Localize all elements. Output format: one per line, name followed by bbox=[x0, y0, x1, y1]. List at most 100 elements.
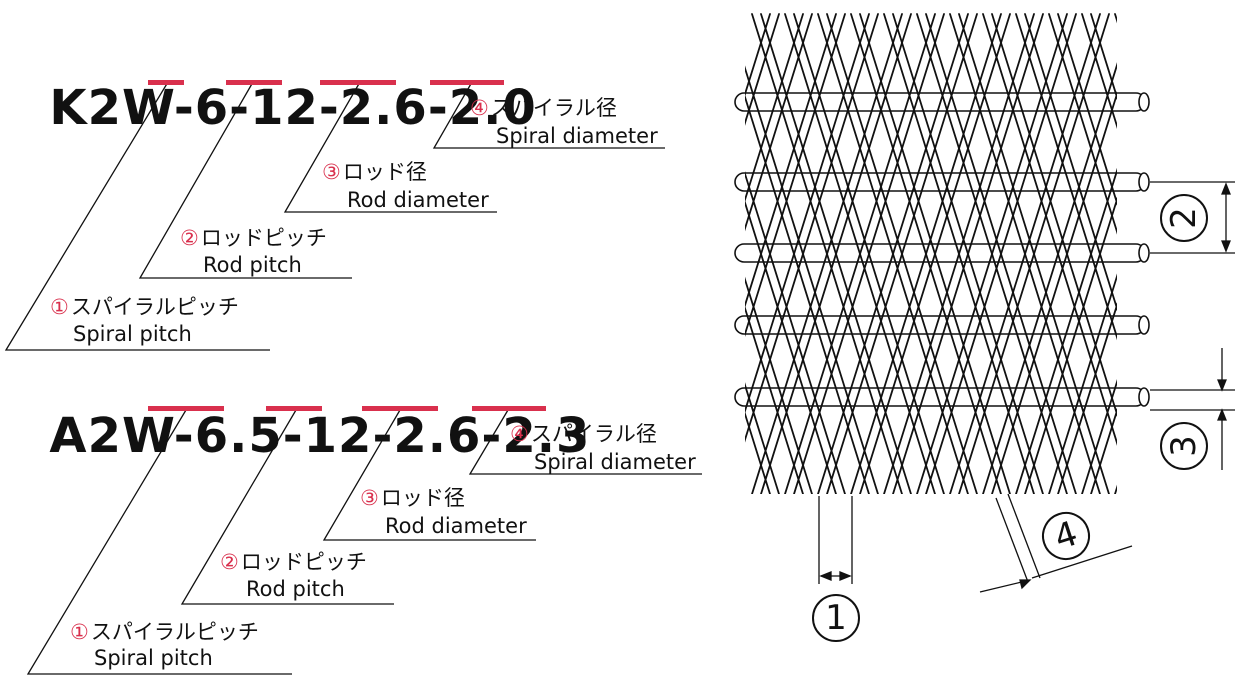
rod-cap-2 bbox=[1138, 172, 1150, 192]
label-a2w-rod-diameter-jp: ③ロッド径 bbox=[360, 486, 465, 510]
code-k2w: K2W-6-12-2.6-2.0 bbox=[14, 36, 537, 132]
spiral-wire-7 bbox=[745, 13, 813, 232]
spiral-wire-47 bbox=[991, 90, 1117, 494]
spiral-wire-30 bbox=[850, 13, 1002, 494]
spiral-wire-10 bbox=[745, 13, 837, 309]
rod-2 bbox=[734, 172, 1146, 192]
code-k2w-spiral-pitch: 6 bbox=[194, 80, 230, 136]
label-a2w-spiral-pitch-jp: ①スパイラルピッチ bbox=[70, 620, 259, 644]
code-a2w-rod-diameter: 2.6 bbox=[393, 408, 482, 464]
underline-k2w-rod-pitch bbox=[226, 80, 282, 85]
spiral-wire-27 bbox=[826, 13, 978, 494]
spiral-wire-35 bbox=[892, 13, 1044, 494]
rod-cap-5 bbox=[1138, 387, 1150, 407]
spiral-wire-72 bbox=[1214, 14, 1257, 494]
rod-4 bbox=[734, 315, 1146, 335]
spiral-wire-66 bbox=[1148, 14, 1257, 494]
num-2: ② bbox=[180, 226, 199, 250]
spiral-wire-5 bbox=[745, 276, 813, 494]
code-k2w-sep-4: - bbox=[427, 80, 449, 136]
dimension-lines bbox=[818, 181, 1235, 593]
spiral-wire-26 bbox=[817, 13, 969, 494]
spiral-wire-55 bbox=[1057, 302, 1117, 494]
spiral-wire-76 bbox=[1247, 14, 1257, 494]
label-a2w-rod-diameter-en: Rod diameter bbox=[385, 514, 527, 538]
code-a2w: A2W-6.5-12-2.6-2.3 bbox=[14, 364, 590, 460]
spiral-wire-65 bbox=[1157, 14, 1257, 494]
code-a2w-prefix: A2W bbox=[49, 408, 174, 464]
leader-a2w-rod-pitch bbox=[180, 409, 394, 605]
spiral-wire-11 bbox=[745, 13, 846, 338]
spiral-wire-74 bbox=[1214, 14, 1257, 494]
spiral-wire-73 bbox=[1223, 14, 1257, 494]
spiral-wire-14 bbox=[745, 13, 870, 414]
num-1: ① bbox=[50, 295, 69, 319]
code-a2w-rod-pitch: 12 bbox=[303, 408, 373, 464]
spiral-wire-19 bbox=[760, 13, 912, 494]
code-a2w-sep-2: - bbox=[282, 408, 304, 464]
spiral-wire-18 bbox=[751, 13, 903, 494]
spiral-wire-3 bbox=[745, 13, 780, 126]
label-k2w-spiral-diameter-en: Spiral diameter bbox=[496, 124, 658, 148]
code-k2w-prefix: K2W bbox=[49, 80, 174, 136]
spiral-wire-67 bbox=[1157, 14, 1257, 494]
callout-1: 1 bbox=[812, 594, 860, 642]
rod-cap-3 bbox=[1138, 243, 1150, 263]
code-a2w-spiral-diameter: 2.3 bbox=[502, 408, 591, 464]
underline-a2w-spiral-pitch bbox=[148, 406, 224, 411]
code-k2w-sep-2: - bbox=[229, 80, 251, 136]
spiral-wire-54 bbox=[1048, 273, 1117, 494]
underline-k2w-rod-diameter bbox=[320, 80, 396, 85]
underline-a2w-rod-diameter bbox=[362, 406, 438, 411]
code-a2w-spiral-pitch: 6.5 bbox=[194, 408, 283, 464]
rod-cap-1 bbox=[1138, 92, 1150, 112]
label-k2w-rod-diameter-jp: ③ロッド径 bbox=[322, 160, 427, 184]
spiral-wire-39 bbox=[925, 13, 1077, 494]
spiral-wire-23 bbox=[793, 13, 945, 494]
spiral-wire-43 bbox=[958, 13, 1110, 494]
label-k2w-rod-diameter-en: Rod diameter bbox=[347, 188, 489, 212]
label-k2w-rod-pitch-en: Rod pitch bbox=[203, 253, 302, 277]
spiral-wire-58 bbox=[1081, 378, 1117, 494]
code-k2w-rod-pitch: 12 bbox=[250, 80, 319, 136]
label-a2w-rod-pitch-jp: ②ロッドピッチ bbox=[220, 550, 367, 574]
spiral-wire-56 bbox=[1081, 13, 1117, 130]
spiral-wire-22 bbox=[784, 13, 936, 494]
code-a2w-sep-1: - bbox=[173, 408, 195, 464]
spiral-wire-4 bbox=[745, 305, 804, 494]
label-a2w-spiral-pitch-en: Spiral pitch bbox=[94, 646, 213, 670]
leader-k2w-rod-pitch bbox=[138, 81, 352, 279]
spiral-wire-6 bbox=[745, 13, 804, 203]
spiral-wire-50 bbox=[1015, 167, 1117, 494]
underline-a2w-rod-pitch bbox=[266, 406, 322, 411]
underline-k2w-spiral-diameter bbox=[430, 80, 504, 85]
label-k2w-rod-pitch-jp: ②ロッドピッチ bbox=[180, 226, 327, 250]
code-k2w-sep-3: - bbox=[318, 80, 340, 136]
rod-cap-4 bbox=[1138, 315, 1150, 335]
code-a2w-sep-3: - bbox=[372, 408, 394, 464]
leader-k2w-spiral-diameter bbox=[432, 81, 665, 149]
code-k2w-rod-diameter: 2.6 bbox=[339, 80, 428, 136]
code-a2w-sep-4: - bbox=[481, 408, 503, 464]
spirals bbox=[745, 13, 1257, 494]
leader-k2w-rod-diameter bbox=[283, 81, 497, 213]
spiral-wire-52 bbox=[1048, 13, 1117, 235]
underline-k2w-spiral-pitch bbox=[148, 80, 184, 85]
spiral-wire-68 bbox=[1181, 14, 1257, 494]
callout-3: 3 bbox=[1160, 422, 1208, 470]
spiral-wire-57 bbox=[1090, 13, 1117, 101]
spiral-wire-78 bbox=[1247, 14, 1257, 494]
label-k2w-spiral-pitch-jp: ①スパイラルピッチ bbox=[50, 295, 239, 319]
num-4: ④ bbox=[470, 96, 489, 120]
callout-2: 2 bbox=[1160, 194, 1208, 242]
leader-k2w-spiral-pitch bbox=[4, 81, 270, 351]
spiral-wire-69 bbox=[1190, 14, 1257, 494]
spiral-wire-59 bbox=[1090, 407, 1117, 494]
leader-a2w-spiral-diameter bbox=[468, 409, 702, 475]
spiral-wire-38 bbox=[916, 13, 1068, 494]
spiral-wire-64 bbox=[1148, 14, 1257, 494]
leader-a2w-spiral-pitch bbox=[26, 409, 292, 675]
spiral-wire-53 bbox=[1057, 13, 1117, 206]
leader-a2w-rod-diameter bbox=[322, 409, 536, 541]
